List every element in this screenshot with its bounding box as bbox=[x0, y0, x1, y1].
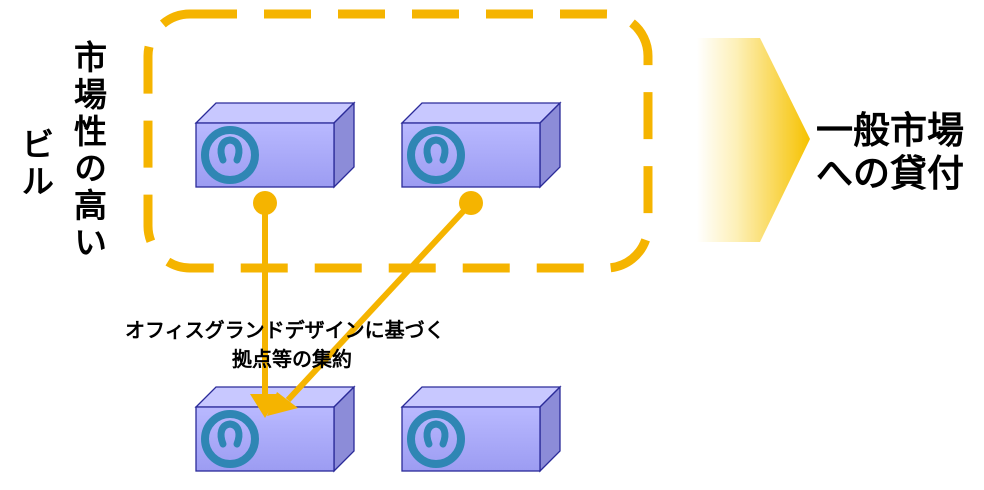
right-label-line-2: への貸付 bbox=[816, 152, 964, 195]
building-box-top-right bbox=[402, 103, 560, 187]
arrow-start-dot bbox=[459, 191, 483, 215]
group-dashed-border bbox=[143, 9, 653, 273]
consolidation-arrows bbox=[250, 191, 483, 418]
arrowhead-icon bbox=[267, 392, 298, 416]
big-arrow-icon bbox=[697, 38, 810, 242]
caption-line-1: オフィスグランドデザインに基づく bbox=[125, 318, 445, 342]
arrow-start-dot bbox=[253, 191, 277, 215]
right-label-line-1: 一般市場 bbox=[816, 109, 964, 152]
building-box-bottom-right bbox=[402, 387, 560, 471]
caption-line-2: 拠点等の集約 bbox=[232, 347, 352, 371]
arrowhead-icon bbox=[250, 394, 280, 418]
left-label-column-2: ビル bbox=[16, 127, 55, 201]
left-label-column-1: 市場性の高い bbox=[69, 39, 108, 262]
building-box-top-left bbox=[196, 103, 354, 187]
